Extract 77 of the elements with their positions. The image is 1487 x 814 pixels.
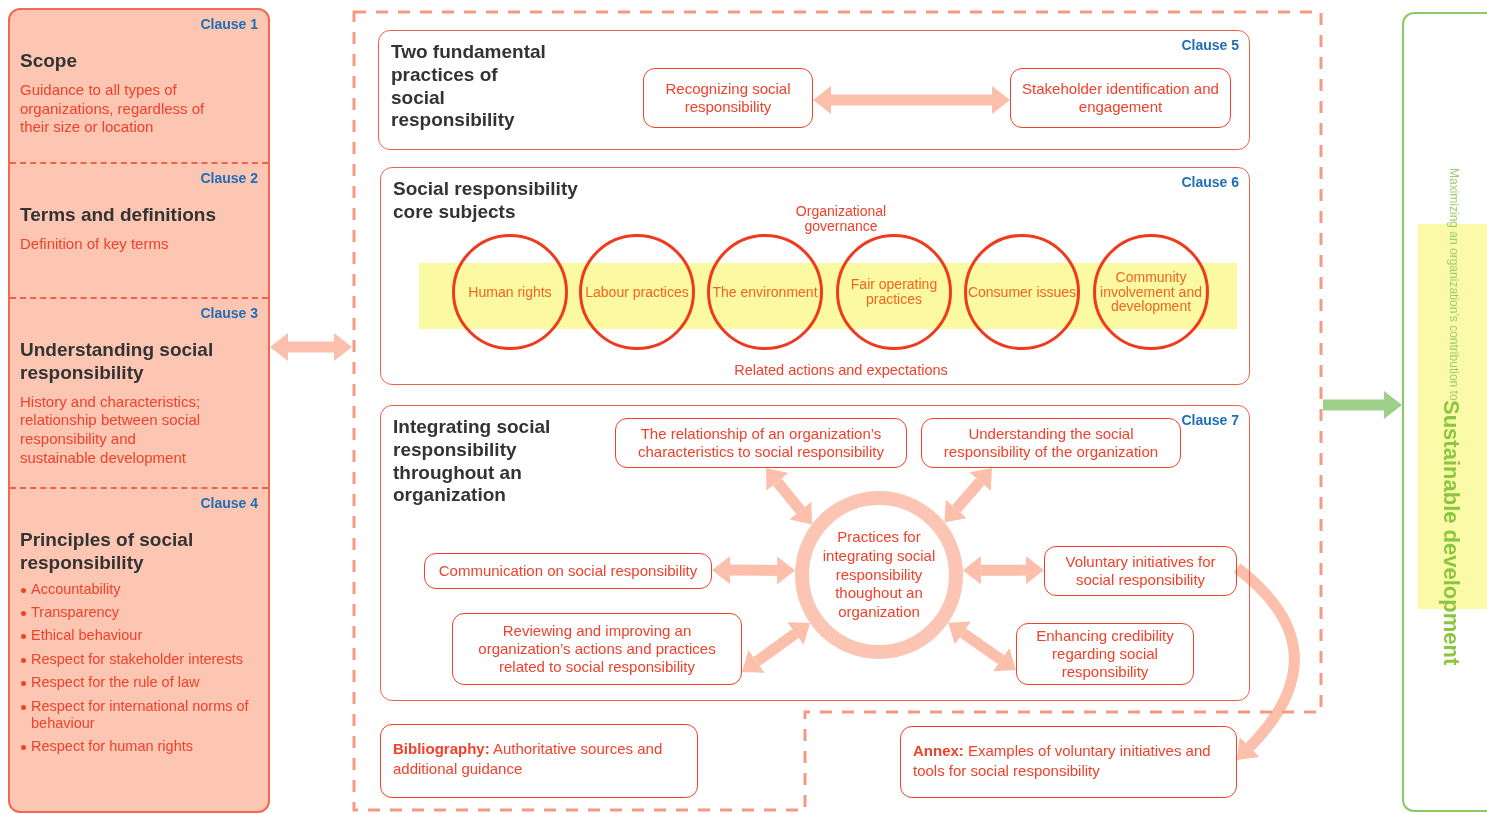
bullet-item: Transparency bbox=[20, 604, 258, 622]
bullet-item: Accountability bbox=[20, 580, 258, 598]
topic-label: The environment bbox=[712, 284, 818, 300]
topic-label: Stakeholder identification and engagement bbox=[1021, 80, 1220, 116]
heading: Integrating social responsibility throughout an organization bbox=[393, 416, 552, 508]
description: Guidance to all types of organizations, regardless of their size or location bbox=[20, 80, 206, 138]
double-arrow bbox=[948, 621, 1016, 672]
double-arrow bbox=[766, 468, 812, 525]
topic-label: Enhancing credibility regarding social responsibility bbox=[1035, 627, 1175, 681]
topic-box bbox=[1044, 546, 1237, 596]
double-arrow bbox=[813, 86, 1010, 114]
topic-label: Recognizing social responsibility bbox=[664, 80, 792, 116]
double-arrow bbox=[270, 333, 352, 361]
clause-label: Clause 3 bbox=[200, 305, 258, 321]
note-box bbox=[900, 726, 1237, 798]
topic-box bbox=[643, 68, 813, 128]
bullet-item: Respect for stakeholder interests bbox=[20, 650, 258, 669]
heading: Scope bbox=[20, 50, 79, 73]
subject-label: Related actions and expectations bbox=[733, 362, 949, 378]
heading: Two fundamental practices of social responsibility bbox=[391, 41, 547, 133]
description: History and characteristics; relationship between social responsibility and sustainable development bbox=[20, 392, 202, 468]
note-text: Annex: Examples of voluntary initiatives and tools for social responsibility bbox=[913, 741, 1212, 780]
topic-label: The relationship of an organization’s characteristics to social responsibility bbox=[637, 425, 885, 461]
clause-label: Clause 7 bbox=[1181, 412, 1239, 428]
topic-label: Communication on social responsibility bbox=[438, 562, 698, 580]
topic-box bbox=[452, 613, 742, 685]
arrow bbox=[1323, 391, 1402, 419]
bullet-item: Ethical behaviour bbox=[20, 627, 258, 645]
bullet-item: Respect for the rule of law bbox=[20, 674, 258, 692]
subject-label: Organizational governance bbox=[794, 204, 888, 234]
note-box bbox=[380, 724, 698, 798]
heading: Terms and definitions bbox=[20, 204, 217, 227]
clause-label: Clause 6 bbox=[1181, 174, 1239, 190]
core-subject-circle bbox=[1093, 234, 1209, 350]
topic-box bbox=[1010, 68, 1231, 128]
clause-panel bbox=[8, 8, 270, 813]
topic-label: Reviewing and improving an organization’s actions and practices related to social responsibility bbox=[477, 622, 717, 676]
bullet-item: Respect for international norms of behaviour bbox=[20, 697, 258, 733]
clause-box bbox=[380, 405, 1250, 701]
core-subject-circle bbox=[836, 234, 952, 350]
clause-box bbox=[378, 30, 1250, 150]
topic-label: Community involvement and development bbox=[1099, 269, 1203, 315]
double-arrow bbox=[742, 622, 811, 673]
topic-box bbox=[424, 553, 712, 589]
clause-label: Clause 2 bbox=[200, 170, 258, 186]
bullet-item: Respect for human rights bbox=[20, 738, 258, 756]
dashed-frame bbox=[352, 10, 1323, 812]
topic-label: Human rights bbox=[468, 284, 552, 300]
double-arrow bbox=[712, 556, 796, 585]
heading: Sustainable development bbox=[1437, 400, 1464, 666]
caption-text: Maximizing an organization’s contribution to bbox=[1446, 167, 1461, 401]
core-subject-circle bbox=[964, 234, 1080, 350]
core-subject-circle bbox=[707, 234, 823, 350]
outcome-bracket bbox=[1402, 12, 1487, 812]
clause-box bbox=[380, 167, 1250, 385]
topic-box bbox=[921, 418, 1181, 468]
double-arrow bbox=[944, 468, 992, 523]
clause-label: Clause 4 bbox=[200, 495, 258, 511]
topic-label: Consumer issues bbox=[967, 284, 1077, 300]
topic-box bbox=[615, 418, 907, 468]
clause-label: Clause 5 bbox=[1181, 37, 1239, 53]
double-arrow bbox=[962, 556, 1044, 585]
heading: Social responsibility core subjects bbox=[393, 178, 579, 224]
topic-label: Voluntary initiatives for social responsibility bbox=[1064, 553, 1217, 589]
core-subject-circle bbox=[579, 234, 695, 350]
heading: Understanding social responsibility bbox=[20, 339, 215, 385]
heading: Principles of social responsibility bbox=[20, 529, 195, 575]
arrow bbox=[1233, 563, 1300, 761]
clause-label: Clause 1 bbox=[200, 16, 258, 32]
topic-label: Practices for integrating social responsibility thoughout an organization bbox=[821, 528, 937, 622]
note-text: Bibliography: Authoritative sources and additional guidance bbox=[393, 739, 664, 778]
description: Definition of key terms bbox=[20, 234, 170, 254]
topic-label: Fair operating practices bbox=[849, 277, 939, 307]
core-subject-circle bbox=[452, 234, 568, 350]
topic-label: Understanding the social responsibility of the organization bbox=[942, 425, 1160, 461]
topic-box bbox=[1016, 623, 1194, 685]
topic-label: Labour practices bbox=[585, 284, 689, 300]
